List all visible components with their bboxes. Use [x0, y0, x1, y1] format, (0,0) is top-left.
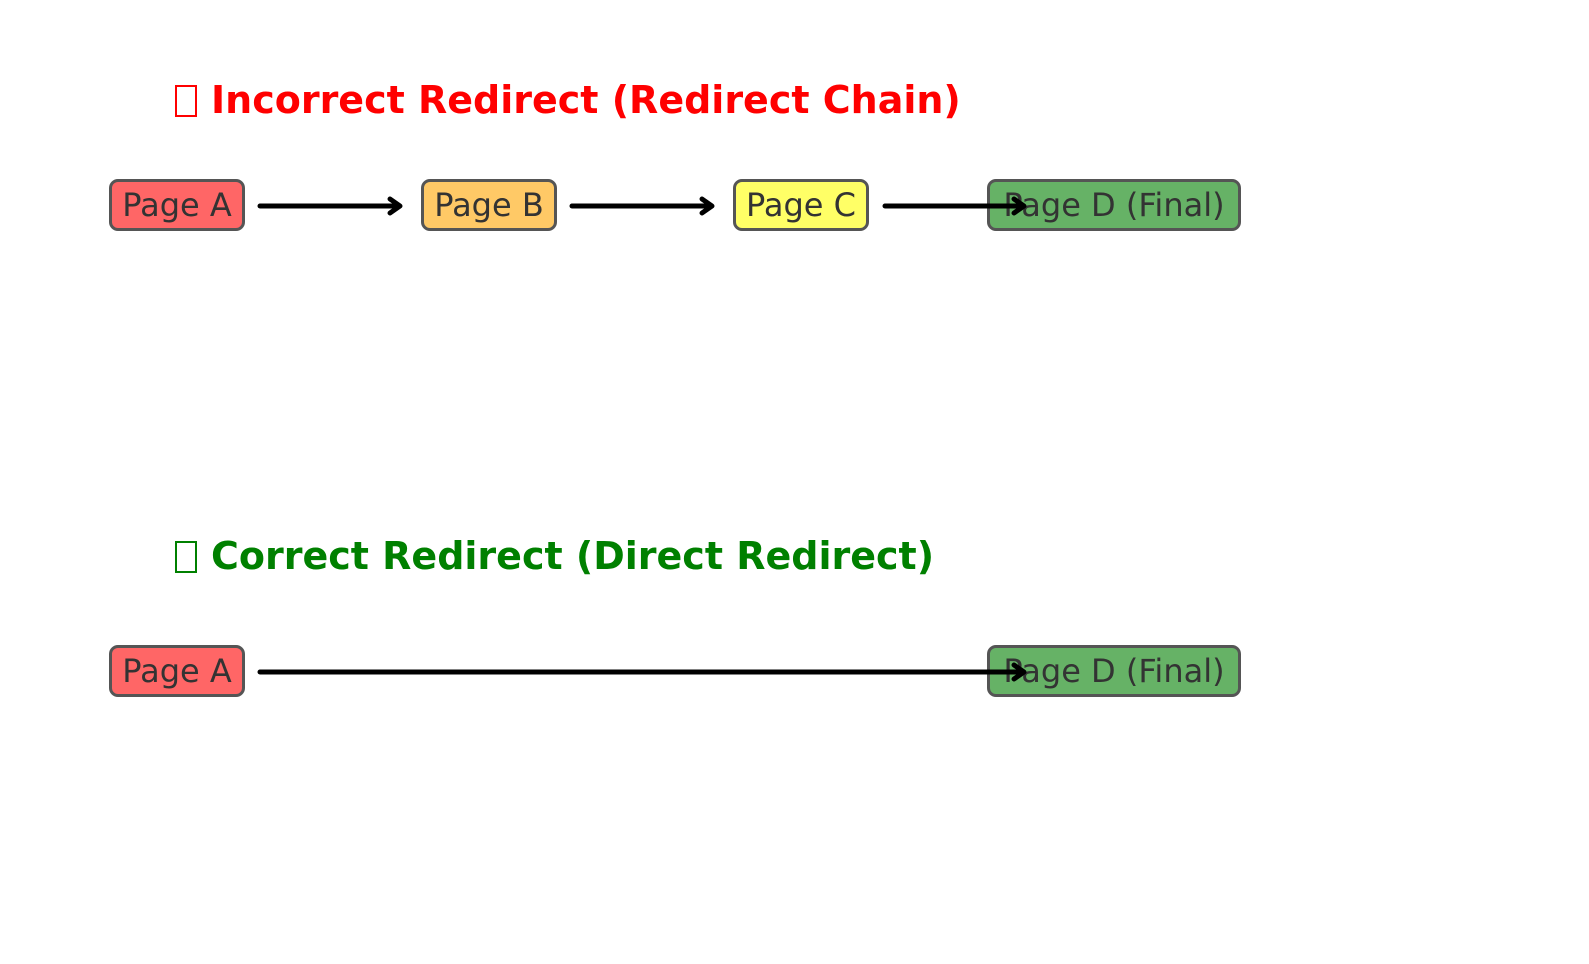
direct-node-page-a: Page A [109, 645, 245, 697]
correct-title-text: Correct Redirect (Direct Redirect) [211, 534, 935, 578]
incorrect-title-text: Incorrect Redirect (Redirect Chain) [211, 78, 961, 122]
direct-arrow-a-to-d [257, 662, 1027, 682]
chain-node-page-d-final: Page D (Final) [987, 179, 1241, 231]
correct-section-title: Correct Redirect (Direct Redirect) [175, 534, 934, 578]
chain-node-page-b: Page B [421, 179, 557, 231]
missing-glyph-icon [175, 85, 197, 117]
chain-node-page-c: Page C [733, 179, 869, 231]
chain-arrow-b-to-c [569, 196, 715, 216]
missing-glyph-icon [175, 541, 197, 573]
chain-node-page-a: Page A [109, 179, 245, 231]
incorrect-section-title: Incorrect Redirect (Redirect Chain) [175, 78, 961, 122]
direct-node-page-d-final: Page D (Final) [987, 645, 1241, 697]
chain-arrow-a-to-b [257, 196, 403, 216]
